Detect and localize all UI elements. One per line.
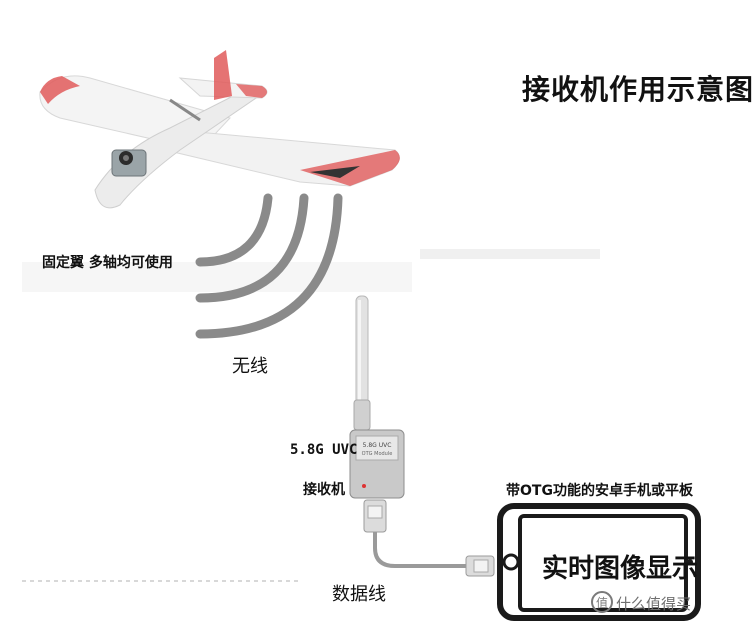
usb-connector-top bbox=[363, 499, 387, 533]
receiver-label-line2: 接收机 bbox=[303, 482, 345, 498]
airplane-illustration bbox=[39, 50, 400, 209]
watermark-text: 什么值得买 bbox=[616, 595, 692, 613]
svg-text:值: 值 bbox=[596, 595, 608, 610]
receiver-module: 5.8G UVC OTG Module bbox=[349, 429, 405, 499]
receiver-label-line1: 5.8G UVC bbox=[290, 442, 358, 458]
wireless-label: 无线 bbox=[232, 356, 268, 377]
wireless-signal-icon bbox=[195, 193, 343, 339]
device-label: 带OTG功能的安卓手机或平板 bbox=[506, 483, 693, 499]
usb-connector-side bbox=[465, 555, 495, 577]
diagram-title: 接收机作用示意图 bbox=[522, 73, 755, 106]
cable-label: 数据线 bbox=[332, 584, 386, 605]
phone-device bbox=[497, 503, 701, 621]
label-band bbox=[22, 262, 412, 292]
zhi-badge-icon: 值 bbox=[591, 591, 613, 613]
screen-label: 实时图像显示 bbox=[542, 554, 699, 584]
receiver-antenna bbox=[353, 295, 371, 443]
svg-text:5.8G UVC: 5.8G UVC bbox=[363, 442, 392, 449]
aircraft-label: 固定翼 多轴均可使用 bbox=[42, 255, 173, 271]
svg-text:OTG Module: OTG Module bbox=[362, 451, 393, 457]
data-cable bbox=[373, 532, 468, 568]
